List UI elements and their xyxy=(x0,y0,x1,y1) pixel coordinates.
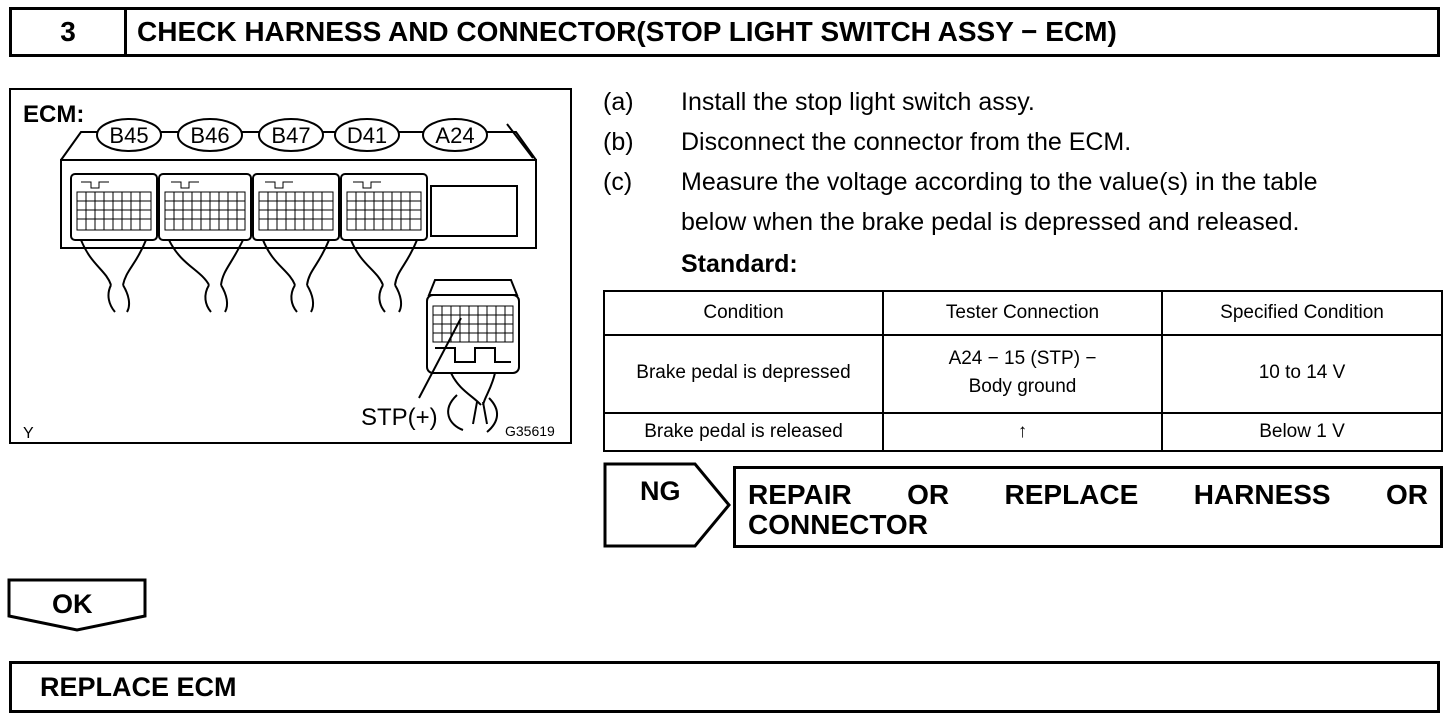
ok-label: OK xyxy=(52,589,93,619)
ecm-connector-illustration: ECM: B45 B46 B47 D41 A24 STP(+) Y G35619 xyxy=(23,101,555,442)
table-row: Brake pedal is released ↑ Below 1 V xyxy=(605,412,1441,452)
table-cell-connection: A24 − 15 (STP) − Body ground xyxy=(884,334,1163,412)
ng-label: NG xyxy=(640,476,681,506)
ecm-label: ECM: xyxy=(23,101,84,128)
connector-label-b45: B45 xyxy=(109,123,148,148)
ng-arrow-box xyxy=(603,462,731,548)
step-c-text-line1: Measure the voltage according to the val… xyxy=(681,168,1318,196)
standard-label: Standard: xyxy=(681,250,798,278)
table-header-connection: Tester Connection xyxy=(884,292,1163,334)
table-cell-connection-line1: A24 − 15 (STP) − xyxy=(948,348,1097,370)
step-header: 3 CHECK HARNESS AND CONNECTOR(STOP LIGHT… xyxy=(9,7,1440,57)
ng-action-word: HARNESS xyxy=(1193,479,1331,510)
corner-mark: Y xyxy=(23,425,34,442)
step-title: CHECK HARNESS AND CONNECTOR(STOP LIGHT S… xyxy=(137,16,1117,47)
figure-id: G35619 xyxy=(505,423,555,439)
ng-action-word: REPLACE xyxy=(1004,479,1139,510)
connector-label-b47: B47 xyxy=(271,123,310,148)
spec-table: Condition Tester Connection Specified Co… xyxy=(603,290,1443,452)
table-cell-spec: Below 1 V xyxy=(1259,421,1345,443)
table-cell-spec: 10 to 14 V xyxy=(1258,362,1346,384)
table-header-condition: Condition xyxy=(605,292,884,334)
ecm-connector-figure: ECM: B45 B46 B47 D41 A24 STP(+) Y G35619 xyxy=(9,88,572,444)
table-cell-condition: Brake pedal is released xyxy=(605,412,884,452)
step-a-text: Install the stop light switch assy. xyxy=(681,88,1035,116)
table-cell-condition: Brake pedal is depressed xyxy=(605,334,884,412)
ng-action-line1: REPAIR OR REPLACE HARNESS OR xyxy=(748,479,1428,511)
ng-action-box: REPAIR OR REPLACE HARNESS OR CONNECTOR xyxy=(733,466,1443,548)
stp-terminal-label: STP(+) xyxy=(361,404,438,431)
step-b-text: Disconnect the connector from the ECM. xyxy=(681,128,1132,156)
ng-action-line2: CONNECTOR xyxy=(748,509,928,540)
ok-arrow-box xyxy=(7,578,147,632)
table-header-spec: Specified Condition xyxy=(1220,302,1384,324)
table-cell-connection: ↑ xyxy=(884,412,1163,452)
connector-label-a24: A24 xyxy=(435,123,474,148)
step-b-label: (b) xyxy=(603,128,634,156)
ng-action-word: OR xyxy=(1386,479,1428,510)
ng-action-word: OR xyxy=(907,479,950,510)
step-c-label: (c) xyxy=(603,168,633,196)
table-header-row: Condition Tester Connection Specified Co… xyxy=(605,292,1441,336)
final-action-text: REPLACE ECM xyxy=(40,671,237,702)
step-number: 3 xyxy=(12,10,127,54)
table-cell-connection-line2: Body ground xyxy=(968,376,1077,397)
step-c-text-line2: below when the brake pedal is depressed … xyxy=(681,208,1300,236)
ng-action-word: REPAIR xyxy=(748,479,852,510)
connector-label-d41: D41 xyxy=(347,123,387,148)
step-a-label: (a) xyxy=(603,88,634,116)
table-row: Brake pedal is depressed A24 − 15 (STP) … xyxy=(605,334,1441,414)
connector-label-b46: B46 xyxy=(190,123,229,148)
final-action-box: REPLACE ECM xyxy=(9,661,1440,713)
